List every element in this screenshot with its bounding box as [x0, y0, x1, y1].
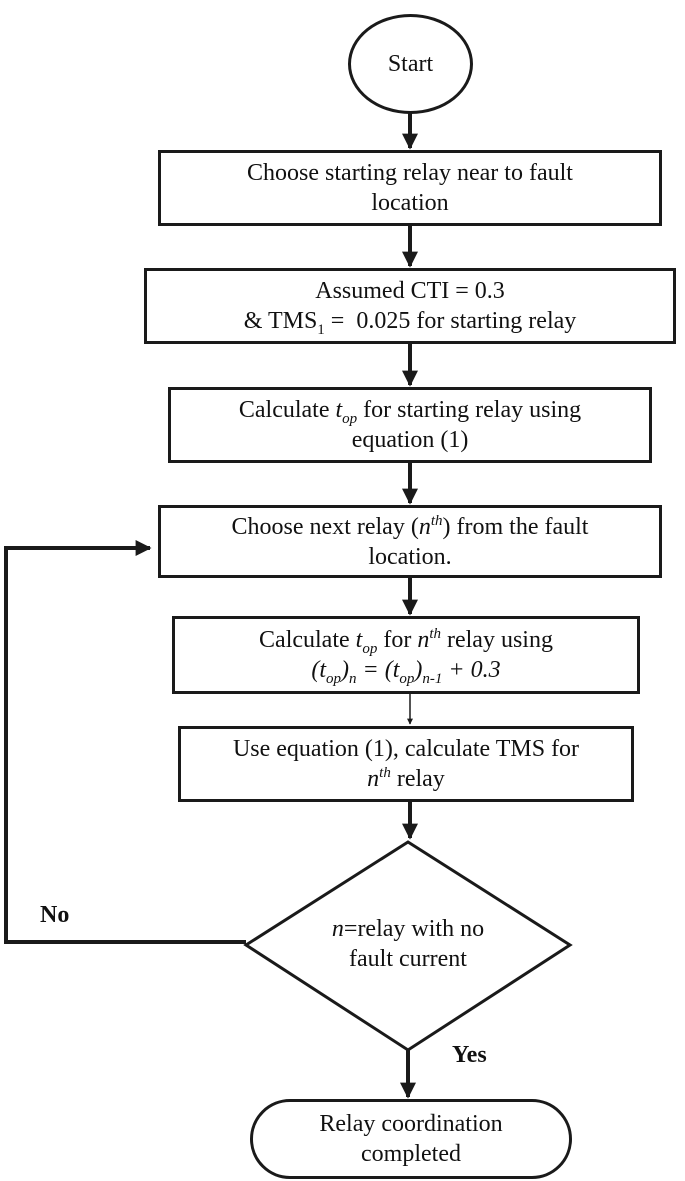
step4-line2: location. [368, 543, 452, 570]
step1-line2: location [371, 190, 449, 216]
yes-branch-label: Yes [452, 1042, 487, 1068]
step2-line1: Assumed CTI = 0.3 [315, 278, 505, 304]
no-branch-label: No [40, 902, 70, 928]
step-assume-cti-tms: Assumed CTI = 0.3 & TMS1 = 0.025 for sta… [144, 268, 676, 344]
step5-line1: Calculate top for nth relay using [259, 626, 553, 657]
start-label: Start [387, 51, 434, 77]
step5-formula: (top)n = (top)n-1 + 0.3 [311, 657, 501, 687]
step-calculate-tms: Use equation (1), calculate TMS for nth … [178, 726, 634, 802]
end-line1: Relay coordination [319, 1111, 503, 1137]
step-calculate-top-nth: Calculate top for nth relay using (top)n… [172, 616, 640, 694]
arrow-no-loop [4, 540, 246, 944]
end-line2: completed [361, 1141, 461, 1167]
step-calculate-top-starting: Calculate top for starting relay using e… [168, 387, 652, 463]
decision-line2: fault current [349, 946, 467, 972]
decision-line1: n=relay with no [331, 916, 485, 942]
start-terminal: Start [348, 14, 473, 114]
step-choose-next-relay: Choose next relay (nth) from the fault l… [158, 505, 662, 578]
step4-line1: Choose next relay (nth) from the fault [231, 512, 589, 540]
step3-line2: equation (1) [351, 427, 469, 453]
end-terminal: Relay coordination completed [250, 1099, 572, 1179]
step-choose-starting-relay: Choose starting relay near to fault loca… [158, 150, 662, 226]
step6-line1: Use equation (1), calculate TMS for [232, 736, 580, 762]
step2-line2: & TMS1 = 0.025 for starting relay [243, 308, 577, 338]
step6-line2: nth relay [367, 765, 445, 793]
step3-line1: Calculate top for starting relay using [238, 397, 582, 427]
decision-text: n=relay with no fault current [296, 905, 520, 983]
step1-line1: Choose starting relay near to fault [247, 160, 573, 186]
